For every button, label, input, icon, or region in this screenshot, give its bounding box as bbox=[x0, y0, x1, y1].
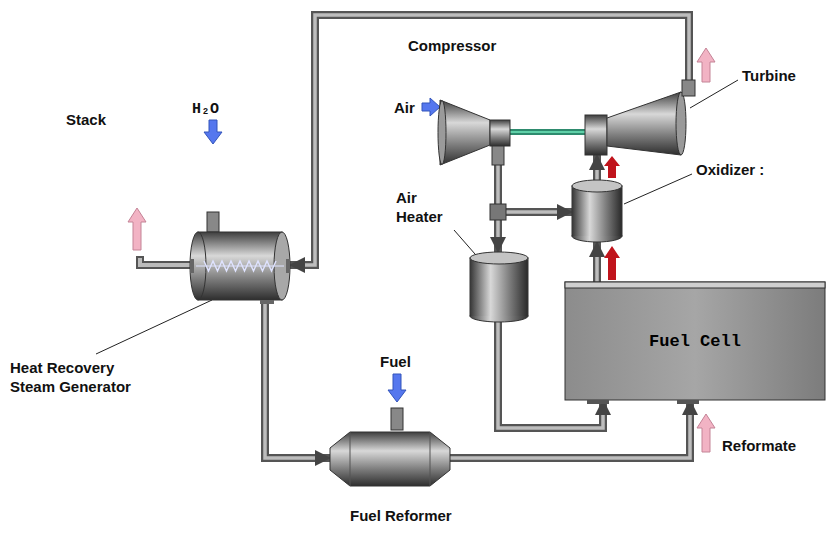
component-art bbox=[330, 428, 450, 490]
fuel-cell-stack: Fuel Cell bbox=[565, 282, 825, 400]
component-label: Air Heater bbox=[396, 188, 458, 226]
inlet-label: Air bbox=[394, 98, 415, 117]
stack-pipe-core bbox=[140, 258, 190, 265]
water-inlet-stub bbox=[207, 212, 219, 232]
exhaust-label: Stack bbox=[66, 110, 106, 129]
pipe-connector bbox=[290, 15, 689, 265]
fuel-inlet-stub bbox=[391, 408, 403, 430]
compressor-unit: Compressor bbox=[440, 100, 510, 165]
stack-pipe bbox=[140, 256, 190, 265]
component-label: Oxidizer : bbox=[696, 160, 764, 179]
pipe-connector bbox=[597, 155, 598, 180]
component-label: Compressor bbox=[408, 36, 496, 55]
inlet-label: Fuel bbox=[380, 352, 411, 371]
component-art bbox=[470, 252, 528, 322]
pipe-junction bbox=[490, 204, 506, 220]
pipe-connector bbox=[498, 165, 572, 212]
component-label: Heat Recovery Steam Generator bbox=[10, 358, 150, 396]
component-art bbox=[585, 80, 695, 155]
node-title: Fuel Cell bbox=[565, 332, 825, 351]
component-label: Fuel Reformer bbox=[350, 506, 452, 525]
component-art bbox=[190, 232, 290, 300]
pipe-connector bbox=[265, 300, 330, 458]
pipe-connector bbox=[450, 400, 690, 458]
component-art bbox=[440, 100, 510, 165]
oxidizer-unit: Oxidizer : bbox=[572, 180, 622, 242]
reformer-unit: Fuel Reformer bbox=[330, 428, 450, 490]
air-heater-unit: Air Heater bbox=[470, 252, 528, 322]
inlet-label: H₂O bbox=[192, 100, 219, 119]
drive-shaft bbox=[510, 132, 585, 133]
pipe-connector bbox=[597, 242, 598, 282]
stream-label: Reformate bbox=[722, 436, 796, 455]
heat-recovery-unit: Heat Recovery Steam Generator bbox=[190, 232, 290, 300]
turbine-unit: Turbine bbox=[585, 80, 695, 155]
component-label: Turbine bbox=[742, 66, 796, 85]
component-art bbox=[572, 180, 622, 242]
